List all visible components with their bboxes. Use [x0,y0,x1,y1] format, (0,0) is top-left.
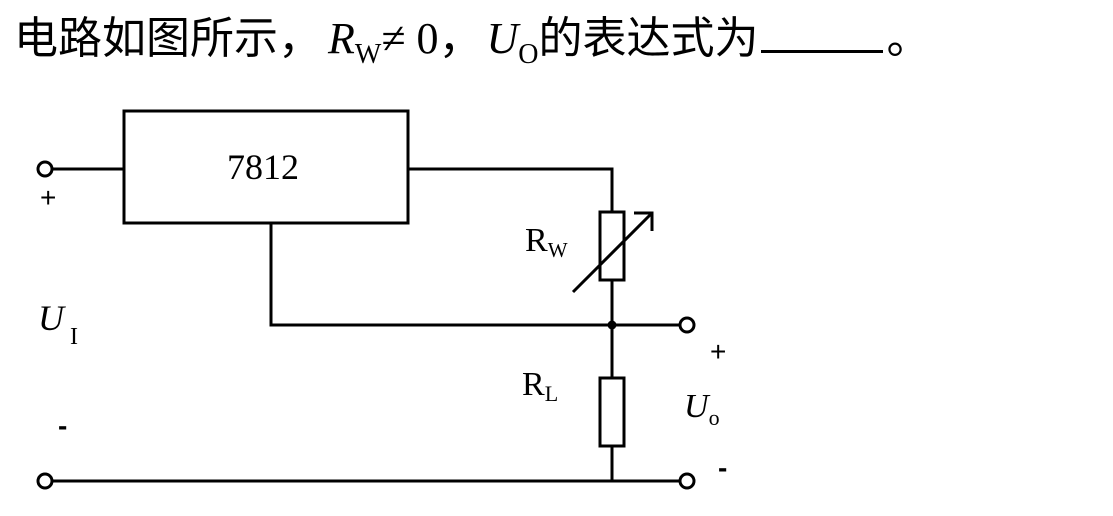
output-plus-terminal[interactable] [678,316,696,334]
uo-symbol: U [486,14,519,63]
regulator-label: 7812 [227,147,299,187]
rw-label-main: R [525,222,548,259]
uo-label-sub: o [708,405,720,430]
input-minus-terminal[interactable] [36,472,54,490]
output-minus-sign: - [718,452,728,483]
uo-label-main: U [684,388,709,425]
rl-label-main: R [522,366,545,403]
regulator-ground-wire [269,223,612,327]
question-suffix: 的表达式为 [538,14,759,63]
question-end: 。 [886,14,931,63]
input-minus-sign: - [58,410,68,441]
regulator-7812-box [122,109,410,225]
input-plus-terminal[interactable] [36,160,54,178]
ui-label-sub: I [70,324,78,350]
rw-label: RW [525,222,568,262]
junction-dot [607,320,617,330]
rw-arrow-head [634,211,654,231]
rl-label-sub: L [544,381,559,406]
neq-zero: ≠ 0， [381,14,483,63]
regulator-output-wire [408,167,614,212]
uo-subscript: O [518,39,539,70]
question-text: 电路如图所示，RW ≠ 0，UO 的表达式为 。 [14,4,931,74]
output-plus-sign: + [710,336,727,367]
rl-resistor [598,376,626,448]
uo-label: Uo [684,388,720,430]
answer-blank[interactable] [760,12,883,53]
rw-label-sub: W [547,238,568,262]
output-minus-terminal[interactable] [678,472,696,490]
rw-variable-arrow [571,211,654,294]
input-plus-sign: + [40,182,57,213]
rw-subscript: W [354,39,382,70]
ui-label-main: U [38,298,64,338]
question-prefix: 电路如图所示， [14,14,322,63]
rw-symbol: R [328,14,355,63]
rl-label: RL [522,366,559,406]
